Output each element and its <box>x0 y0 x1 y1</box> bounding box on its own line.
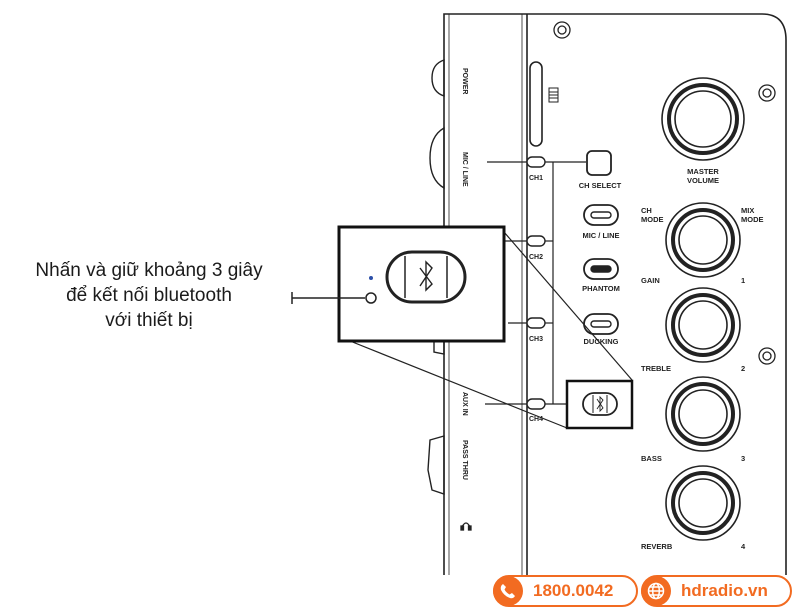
ducking-label: DUCKING <box>584 337 619 346</box>
note-line-1: Nhấn và giữ khoảng 3 giây <box>35 260 263 281</box>
bluetooth-button[interactable] <box>582 392 618 416</box>
phantom-label: PHANTOM <box>582 284 620 293</box>
gain-label: GAIN <box>641 276 660 285</box>
bluetooth-icon-zoomed <box>419 260 433 292</box>
mic-line-button[interactable] <box>583 204 619 226</box>
bluetooth-icon <box>596 395 604 413</box>
bluetooth-led-blue <box>369 276 373 280</box>
globe-icon <box>647 582 665 600</box>
bass-label: BASS <box>641 454 662 463</box>
phone-icon-badge <box>493 576 523 606</box>
master-label-line1: MASTER <box>687 167 719 176</box>
phone-number[interactable]: 1800.0042 <box>533 581 614 600</box>
bass-number: 3 <box>741 454 745 463</box>
ch2-label: CH2 <box>529 254 543 261</box>
ch-select-label: CH SELECT <box>579 181 622 190</box>
side-jacks <box>427 59 445 495</box>
reverb-knob[interactable] <box>665 465 741 541</box>
channel-leds <box>526 156 546 410</box>
instruction-note: Nhấn và giữ khoảng 3 giây để kết nối blu… <box>10 258 288 333</box>
bluetooth-button-zoomed[interactable] <box>385 250 467 304</box>
gain-number: 1 <box>741 276 745 285</box>
treble-label: TREBLE <box>641 364 671 373</box>
pass-thru-label: PASS THRU <box>461 440 468 480</box>
ch-select-button[interactable] <box>586 150 612 176</box>
screws <box>553 21 776 365</box>
website-pill[interactable]: hdradio.vn <box>641 575 792 607</box>
mix-mode-label-line1: MIX <box>741 206 754 215</box>
phantom-button[interactable] <box>583 258 619 280</box>
phone-pill[interactable]: 1800.0042 <box>493 575 638 607</box>
mix-mode-label-line2: MODE <box>741 215 764 224</box>
reverb-number: 4 <box>741 542 746 551</box>
reverb-label: REVERB <box>641 542 673 551</box>
note-line-3: với thiết bị <box>105 310 193 331</box>
treble-number: 2 <box>741 364 745 373</box>
ducking-button[interactable] <box>583 313 619 335</box>
website-url[interactable]: hdradio.vn <box>681 581 768 600</box>
callout-lines <box>349 231 633 429</box>
globe-icon-badge <box>641 576 671 606</box>
master-volume-knob[interactable] <box>661 77 745 161</box>
zoom-callout-box <box>337 225 506 343</box>
note-line-2: để kết nối bluetooth <box>66 285 232 306</box>
note-pointer <box>291 292 365 304</box>
ch4-label: CH4 <box>529 416 543 423</box>
ch3-label: CH3 <box>529 336 543 343</box>
battery-icon <box>529 61 559 147</box>
phone-icon <box>500 584 515 599</box>
bass-knob[interactable] <box>665 376 741 452</box>
headphone-icon <box>460 522 472 531</box>
mic-line-vertical-label: MIC / LINE <box>461 152 468 187</box>
bluetooth-pairing-dot <box>365 292 377 304</box>
ch-mode-label-line2: MODE <box>641 215 664 224</box>
ch1-label: CH1 <box>529 175 543 182</box>
aux-in-label: AUX IN <box>461 392 468 416</box>
master-label-line2: VOLUME <box>687 176 719 185</box>
power-label: POWER <box>461 68 468 94</box>
gain-knob[interactable] <box>665 202 741 278</box>
mic-line-button-label: MIC / LINE <box>582 231 619 240</box>
ch-mode-label-line1: CH <box>641 206 652 215</box>
treble-knob[interactable] <box>665 287 741 363</box>
knobs <box>661 77 745 541</box>
